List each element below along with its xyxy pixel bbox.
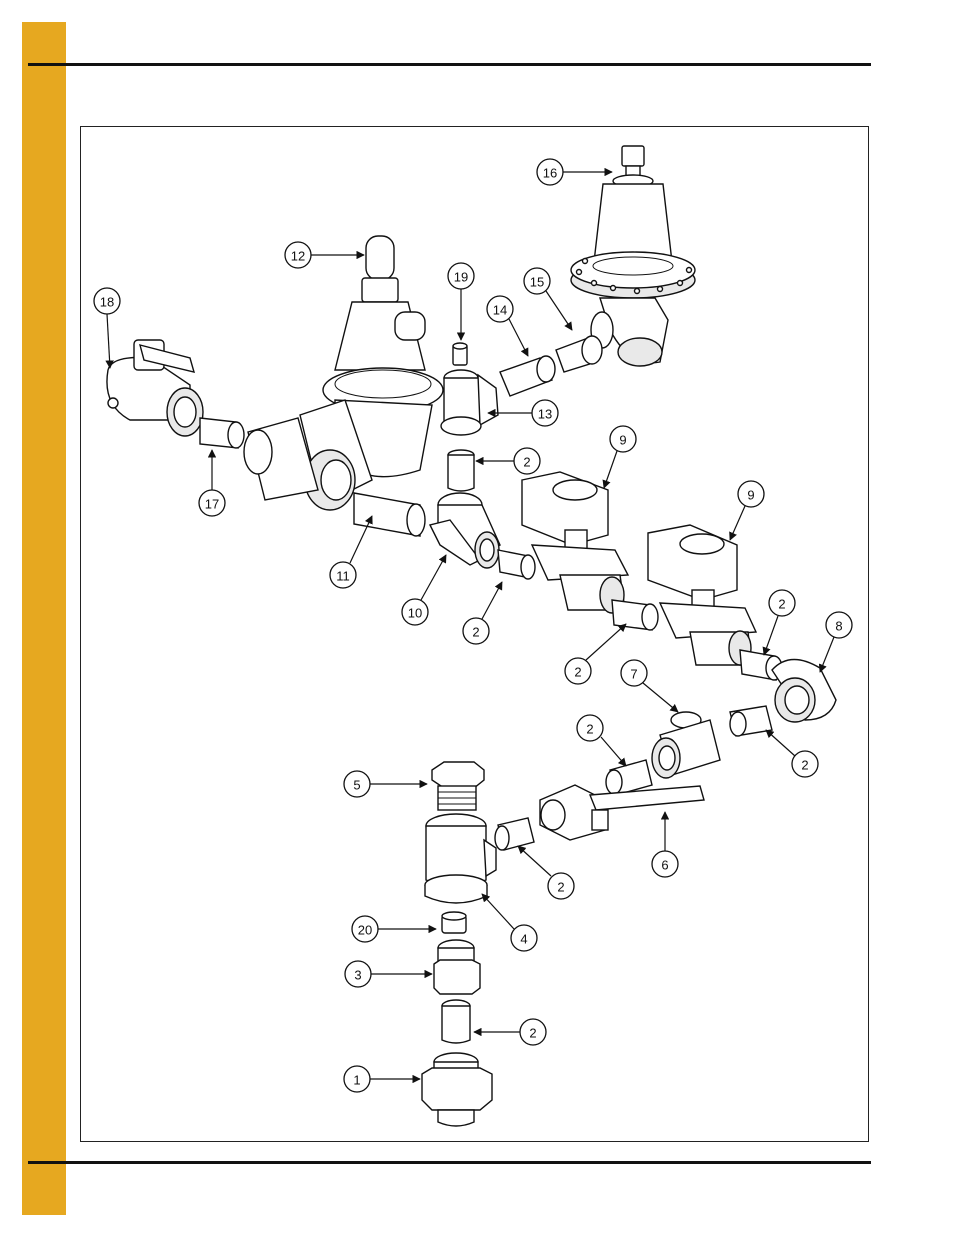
callout-c12: 12 bbox=[285, 242, 364, 268]
pipe-nipple-2-mid bbox=[498, 550, 535, 579]
pipe-tee-10 bbox=[430, 493, 500, 568]
callout-number: 5 bbox=[353, 778, 360, 793]
callout-number: 8 bbox=[835, 619, 842, 634]
callout-leader-arrow bbox=[482, 582, 502, 619]
callout-number: 1 bbox=[353, 1073, 360, 1088]
callout-number: 2 bbox=[574, 665, 581, 680]
callout-number: 17 bbox=[205, 497, 219, 512]
callout-c10: 10 bbox=[402, 555, 446, 625]
callout-number: 2 bbox=[801, 758, 808, 773]
pipe-nipple-2-upper bbox=[448, 450, 474, 491]
solenoid-valve-9-b bbox=[648, 525, 756, 665]
callout-c9a: 9 bbox=[604, 426, 636, 488]
callout-leader-arrow bbox=[601, 737, 626, 766]
callout-c8: 8 bbox=[820, 612, 852, 672]
callout-c3: 3 bbox=[345, 961, 432, 987]
callout-leader-arrow bbox=[604, 451, 617, 488]
callout-number: 13 bbox=[538, 407, 552, 422]
pipe-nipple-2-f bbox=[442, 1000, 470, 1043]
callout-number: 2 bbox=[586, 722, 593, 737]
pipe-coupling-15 bbox=[556, 336, 602, 372]
callout-c2c: 2 bbox=[565, 624, 626, 684]
callout-number: 15 bbox=[530, 275, 544, 290]
pipe-nipple-2-c bbox=[730, 706, 772, 736]
callout-c20: 20 bbox=[352, 916, 436, 942]
callout-c15: 15 bbox=[524, 268, 572, 330]
callout-number: 2 bbox=[778, 597, 785, 612]
callout-leader-arrow bbox=[586, 624, 626, 660]
callout-c14: 14 bbox=[487, 296, 528, 356]
tee-fitting-7 bbox=[652, 712, 720, 778]
callout-leader-arrow bbox=[546, 291, 572, 330]
shutoff-valve-18 bbox=[107, 340, 203, 436]
street-tee-13 bbox=[441, 370, 498, 435]
pipe-nipple-2-a bbox=[612, 600, 658, 630]
callout-number: 19 bbox=[454, 270, 468, 285]
callout-c5: 5 bbox=[344, 771, 427, 797]
pipe-nipple-11 bbox=[354, 493, 425, 536]
callout-leader-arrow bbox=[482, 894, 514, 929]
callout-number: 16 bbox=[543, 166, 557, 181]
callout-number: 4 bbox=[520, 932, 527, 947]
pipe-nipple-14 bbox=[500, 356, 555, 396]
callout-leader-arrow bbox=[509, 319, 528, 356]
callout-leader-arrow bbox=[643, 683, 678, 712]
solenoid-valve-9-a bbox=[522, 472, 628, 613]
callout-c2f: 2 bbox=[766, 730, 818, 777]
callout-number: 18 bbox=[100, 295, 114, 310]
footer-rule bbox=[28, 1161, 871, 1164]
callout-number: 6 bbox=[661, 858, 668, 873]
callout-number: 20 bbox=[358, 923, 372, 938]
regulator-valve-12 bbox=[244, 236, 443, 510]
callout-c18: 18 bbox=[94, 288, 120, 368]
callout-c2e: 2 bbox=[577, 715, 626, 766]
callout-leader-arrow bbox=[730, 506, 745, 540]
callout-c6: 6 bbox=[652, 812, 678, 877]
callout-number: 11 bbox=[336, 569, 350, 584]
callout-number: 3 bbox=[354, 968, 361, 983]
callout-number: 9 bbox=[747, 488, 754, 503]
callout-leader-arrow bbox=[107, 314, 110, 368]
hex-plug-5 bbox=[432, 762, 484, 810]
callout-c9b: 9 bbox=[730, 481, 764, 540]
callout-c2h: 2 bbox=[474, 1019, 546, 1045]
pipe-union-1 bbox=[422, 1053, 492, 1126]
callout-c17: 17 bbox=[199, 450, 225, 516]
callout-leader-arrow bbox=[764, 616, 778, 655]
callout-number: 10 bbox=[408, 606, 422, 621]
callout-c2d: 2 bbox=[764, 590, 795, 655]
callout-leader-arrow bbox=[421, 555, 446, 600]
callout-leader-arrow bbox=[518, 846, 551, 876]
pipe-elbow-8 bbox=[772, 659, 836, 722]
pipe-tee-4 bbox=[425, 814, 496, 903]
callout-c2b: 2 bbox=[463, 582, 502, 644]
callout-number: 2 bbox=[557, 880, 564, 895]
callout-number: 9 bbox=[619, 433, 626, 448]
callout-number: 12 bbox=[291, 249, 305, 264]
callout-number: 7 bbox=[630, 667, 637, 682]
callout-number: 14 bbox=[493, 303, 507, 318]
callout-c13: 13 bbox=[488, 400, 558, 426]
reducer-bushing-20 bbox=[442, 912, 466, 933]
hex-bushing-3 bbox=[434, 940, 480, 994]
callout-c1: 1 bbox=[344, 1066, 420, 1092]
pipe-nipple-17 bbox=[200, 418, 244, 448]
ball-valve-6 bbox=[540, 785, 704, 840]
callout-c4: 4 bbox=[482, 894, 537, 951]
pressure-regulator-16 bbox=[571, 146, 695, 366]
callout-c16: 16 bbox=[537, 159, 612, 185]
pipe-nipple-2-e bbox=[495, 818, 534, 850]
pipe-nipple-2-d bbox=[606, 760, 652, 795]
callout-number: 2 bbox=[523, 455, 530, 470]
callout-c19: 19 bbox=[448, 263, 474, 340]
callout-c7: 7 bbox=[621, 660, 678, 712]
callout-leader-arrow bbox=[766, 730, 795, 756]
pipe-plug-19 bbox=[453, 343, 467, 365]
callout-number: 2 bbox=[529, 1026, 536, 1041]
callout-leader-arrow bbox=[820, 637, 834, 672]
callout-c2g: 2 bbox=[518, 846, 574, 899]
callout-number: 2 bbox=[472, 625, 479, 640]
callout-c2a: 2 bbox=[476, 448, 540, 474]
